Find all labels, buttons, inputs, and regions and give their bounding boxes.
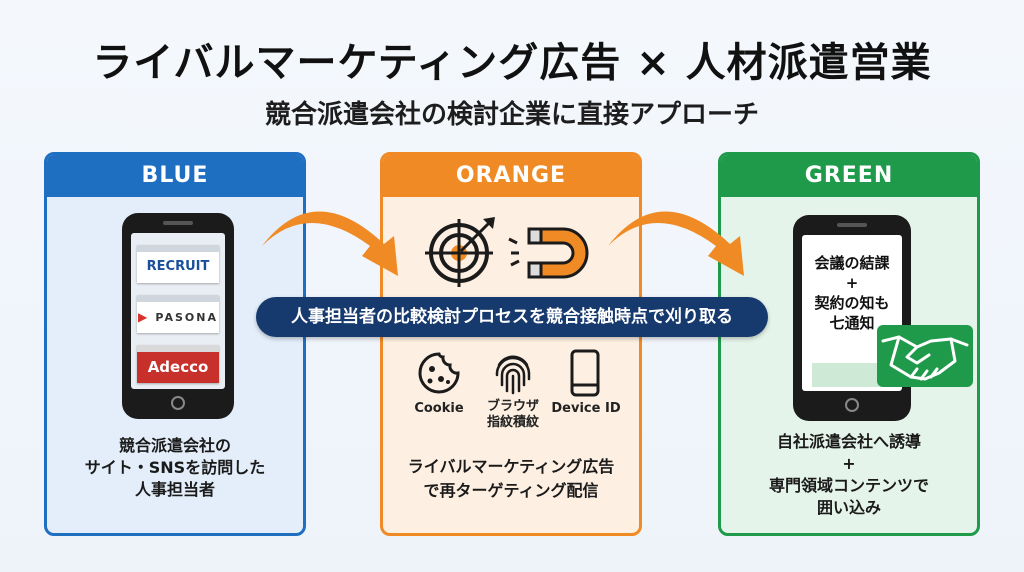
pasona-logo-icon: ▶ bbox=[138, 310, 156, 324]
blue-panel: BLUE RECRUIT ▶ PASONA Adecco 競合派遣会社の サイト… bbox=[44, 152, 306, 536]
site-label-adecco: Adecco bbox=[147, 358, 209, 376]
cookie-label: Cookie bbox=[414, 401, 464, 416]
site-tile-adecco: Adecco bbox=[137, 345, 219, 383]
device-icon bbox=[570, 349, 600, 397]
page-title: ライバルマーケティング広告 × 人材派遣営業 bbox=[92, 40, 932, 86]
orange-heading: ORANGE bbox=[383, 155, 639, 197]
blue-phone: RECRUIT ▶ PASONA Adecco bbox=[122, 213, 234, 419]
target-icon bbox=[425, 217, 495, 287]
green-phone: 会議の結課 + 契約の知も 七通知 bbox=[793, 215, 911, 421]
green-caption: 自社派遣会社へ誘導 + 専門領域コンテンツで 囲い込み bbox=[768, 432, 929, 517]
cookie-icon bbox=[418, 352, 460, 394]
handshake-icon bbox=[881, 335, 969, 381]
handshake-badge bbox=[877, 325, 973, 387]
fingerprint-label: ブラウザ 指紋積紋 bbox=[486, 399, 539, 430]
process-ribbon: 人事担当者の比較検討プロセスを競合接触時点で刈り取る bbox=[256, 297, 768, 337]
site-tile-recruit: RECRUIT bbox=[137, 245, 219, 283]
blue-phone-screen: RECRUIT ▶ PASONA Adecco bbox=[131, 233, 225, 389]
orange-caption: ライバルマーケティング広告 で再ターゲティング配信 bbox=[407, 457, 615, 500]
green-panel: GREEN 会議の結課 + 契約の知も 七通知 自社派遣会社へ誘導 + 専門領域 bbox=[718, 152, 980, 536]
site-label-recruit: RECRUIT bbox=[146, 259, 210, 274]
site-label-pasona: PASONA bbox=[155, 311, 218, 324]
arrow-blue-to-orange-icon bbox=[262, 211, 398, 276]
green-screen-text: 会議の結課 + 契約の知も 七通知 bbox=[814, 254, 890, 332]
page-subtitle: 競合派遣会社の検討企業に直接アプローチ bbox=[264, 100, 759, 130]
blue-caption: 競合派遣会社の サイト・SNSを訪問した 人事担当者 bbox=[84, 436, 266, 499]
site-tile-pasona: ▶ PASONA bbox=[137, 295, 219, 333]
arrow-orange-to-green-icon bbox=[608, 211, 744, 276]
device-label: Device ID bbox=[551, 401, 621, 416]
fingerprint-icon bbox=[495, 355, 531, 395]
orange-panel: ORANGE Cookie ブラウザ 指紋積紋 Device I bbox=[380, 152, 642, 536]
blue-heading: BLUE bbox=[47, 155, 303, 197]
magnet-icon bbox=[508, 227, 589, 279]
green-heading: GREEN bbox=[721, 155, 977, 197]
